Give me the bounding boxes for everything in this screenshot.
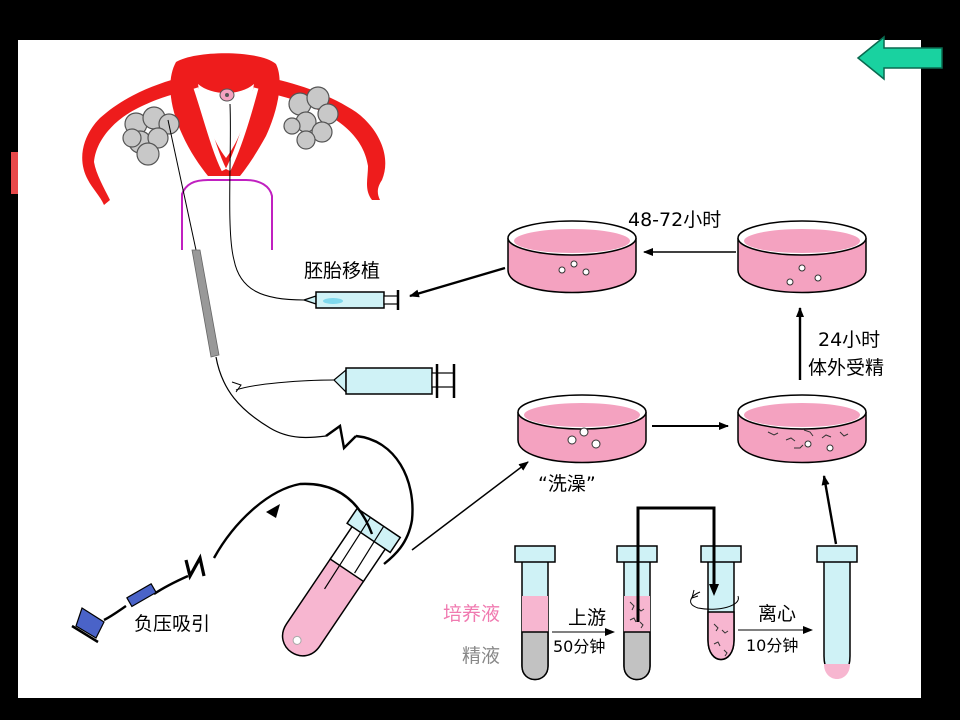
suction-line-lower bbox=[212, 482, 374, 559]
label-centrifuge: 离心 bbox=[758, 603, 796, 625]
label-24-hours: 24小时 bbox=[818, 329, 880, 351]
label-10-minutes: 10分钟 bbox=[746, 636, 798, 655]
aspiration-needle bbox=[167, 119, 197, 251]
label-embryo-transfer: 胚胎移植 bbox=[304, 260, 380, 282]
collection-tube bbox=[281, 507, 402, 657]
label-negative-pressure-suction: 负压吸引 bbox=[134, 613, 210, 635]
tube-initial bbox=[514, 545, 556, 681]
red-edge-mark bbox=[11, 152, 19, 194]
label-washing: “洗澡” bbox=[538, 473, 596, 495]
uterus-illustration bbox=[82, 53, 386, 250]
culture-dish-48-72h bbox=[507, 220, 637, 294]
transfer-pipette bbox=[636, 506, 716, 622]
transfer-catheter bbox=[229, 103, 305, 301]
needle-guide bbox=[191, 249, 220, 358]
back-arrow-icon[interactable] bbox=[856, 33, 946, 83]
washing-dish bbox=[517, 394, 647, 464]
suction-bulb bbox=[71, 582, 157, 644]
culture-dish-24h bbox=[737, 220, 867, 294]
label-swim-up: 上游 bbox=[568, 607, 606, 629]
flushing-syringe bbox=[333, 364, 456, 398]
label-culture-medium: 培养液 bbox=[443, 603, 500, 625]
label-48-72-hours: 48-72小时 bbox=[628, 209, 721, 231]
left-ovary bbox=[122, 106, 180, 166]
right-ovary bbox=[283, 86, 339, 150]
tube-sperm-pellet bbox=[816, 545, 858, 679]
slide-canvas bbox=[18, 40, 921, 698]
syringe-line bbox=[235, 379, 335, 391]
label-semen: 精液 bbox=[462, 645, 500, 667]
label-50-minutes: 50分钟 bbox=[553, 637, 605, 656]
fertilization-dish bbox=[737, 394, 867, 464]
vagina-outline bbox=[181, 179, 273, 250]
uterine-cavity bbox=[198, 84, 254, 158]
tube-centrifuge bbox=[690, 545, 742, 661]
label-in-vitro-fertilization: 体外受精 bbox=[808, 357, 884, 379]
suction-tube-upper bbox=[215, 356, 327, 439]
transfer-syringe bbox=[302, 290, 400, 310]
tube-to-collector bbox=[355, 434, 414, 565]
